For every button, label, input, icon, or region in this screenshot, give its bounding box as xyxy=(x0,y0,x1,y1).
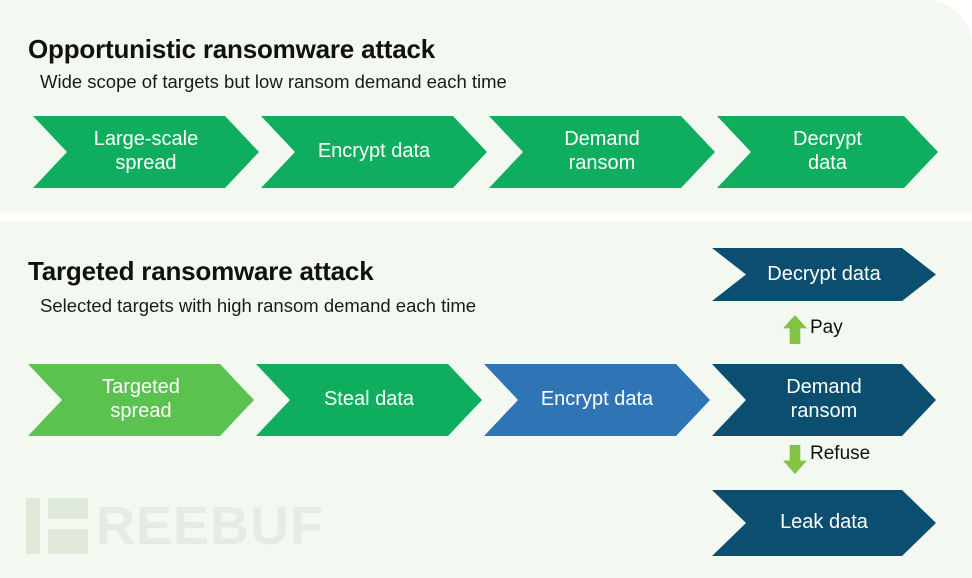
step-encrypt-data[interactable]: Encrypt data xyxy=(261,116,487,188)
step-targeted-spread[interactable]: Targeted spread xyxy=(28,364,254,436)
branch-label-pay: Pay xyxy=(810,317,843,338)
step-label-line1: Encrypt data xyxy=(540,388,654,411)
targeted-section-title: Targeted ransomware attack xyxy=(28,256,374,286)
step-label-line1: Encrypt data xyxy=(317,140,431,163)
step-label-line1: Demand xyxy=(786,376,862,399)
step-label-line2: ransom xyxy=(568,152,636,174)
step-demand-ransom[interactable]: Demand ransom xyxy=(489,116,715,188)
outcome-decrypt-data[interactable]: Decrypt data xyxy=(712,248,936,301)
outcome-label: Leak data xyxy=(780,511,868,534)
step-steal-data[interactable]: Steal data xyxy=(256,364,482,436)
step-large-scale-spread[interactable]: Large-scale spread xyxy=(33,116,259,188)
step-label-line1: Large-scale xyxy=(93,128,199,151)
outcome-label: Decrypt data xyxy=(767,262,881,285)
step-label-line2: ransom xyxy=(790,400,858,422)
step-label-line2: data xyxy=(808,152,847,174)
opportunistic-section-title: Opportunistic ransomware attack xyxy=(28,34,436,64)
branch-label-refuse: Refuse xyxy=(810,443,871,464)
step-label-line2: spread xyxy=(110,400,172,422)
step-label-line2: spread xyxy=(115,152,177,174)
step-demand-ransom-targeted[interactable]: Demand ransom xyxy=(712,364,936,436)
step-decrypt-data[interactable]: Decrypt data xyxy=(717,116,938,188)
step-label-line1: Decrypt xyxy=(793,128,862,151)
step-label-line1: Targeted xyxy=(102,376,180,399)
step-label-line1: Steal data xyxy=(323,388,415,411)
step-encrypt-data-targeted[interactable]: Encrypt data xyxy=(484,364,710,436)
targeted-section-subtitle: Selected targets with high ransom demand… xyxy=(40,295,477,316)
outcome-leak-data[interactable]: Leak data xyxy=(712,490,936,556)
opportunistic-section-subtitle: Wide scope of targets but low ransom dem… xyxy=(40,71,507,92)
step-label-line1: Demand xyxy=(564,128,640,151)
